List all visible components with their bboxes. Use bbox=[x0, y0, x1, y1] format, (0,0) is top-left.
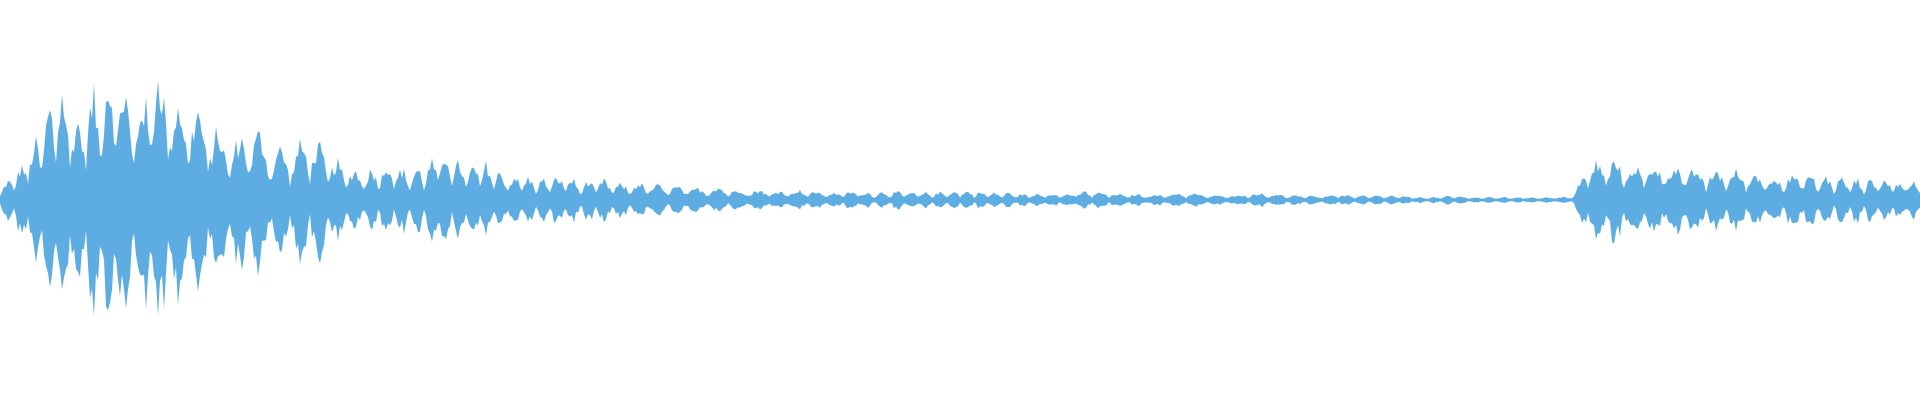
waveform-path bbox=[0, 80, 1920, 317]
